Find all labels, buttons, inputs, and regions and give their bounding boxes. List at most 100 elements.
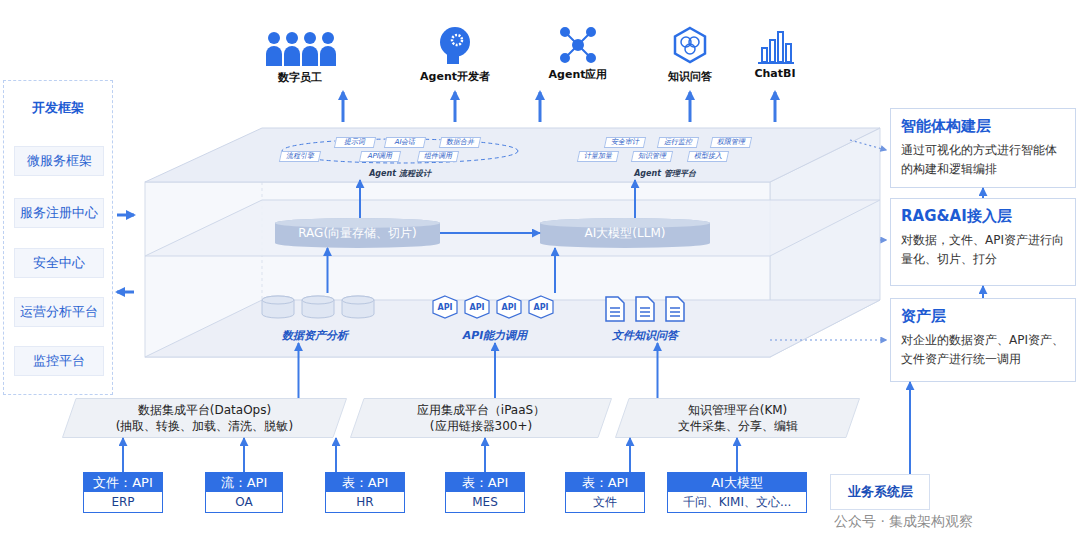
node-title: RAG&AI接入层: [901, 207, 1065, 226]
watermark: 公众号 · 集成架构观察: [834, 513, 1074, 531]
api-hexagon: API: [528, 295, 554, 319]
framework-panel: 开发框架微服务框架服务注册中心安全中心运营分析平台监控平台: [3, 80, 113, 395]
feature-tag: 权限管理: [710, 137, 752, 148]
source-system: 表：APIMES: [445, 472, 525, 513]
developer-icon: [452, 35, 462, 45]
node-title: API: [533, 303, 548, 312]
node-body: 文件采集、分享、编辑: [678, 418, 798, 434]
framework-arrows: [117, 291, 134, 294]
chart-icon: [770, 40, 775, 62]
people-icon: [284, 46, 300, 66]
node-body: 文件: [566, 492, 644, 512]
node-title: 数据资产分析: [250, 328, 380, 343]
cylinder-body: [540, 218, 710, 248]
output-arrows: [454, 92, 457, 122]
feature-tag: 计量加量: [577, 151, 619, 162]
platform-volume: [145, 128, 880, 357]
flow-arrow: [657, 343, 659, 398]
knowledge-icon: [675, 28, 705, 62]
layer-pointers: [770, 140, 886, 340]
hexagon-outline: [497, 296, 521, 318]
database-icons: [342, 296, 374, 304]
output-arrows: [342, 92, 345, 122]
layer-pointers: [770, 339, 886, 340]
api-hexagon: API: [432, 295, 458, 319]
feature-tag: 模型接入: [687, 151, 729, 162]
network-icon: [561, 28, 595, 62]
output-arrows: [539, 92, 542, 122]
node-title: 组件调用: [418, 152, 458, 161]
api-hexagon: API: [496, 295, 522, 319]
source-system: 流：APIOA: [205, 472, 283, 513]
flow-arrow: [335, 438, 337, 472]
output-label: ChatBI: [745, 67, 805, 80]
feature-tag: 组件调用: [417, 151, 459, 162]
node-body: (应用链接器300+): [430, 418, 532, 434]
flow-design-area: Agent 流程设计提示词AI会话数据合并流程引擎API调用组件调用: [280, 134, 520, 180]
band-outline: [616, 399, 860, 438]
node-title: 模型接入: [688, 152, 728, 161]
source-system: AI大模型千问、KIMI、文心...: [667, 472, 807, 513]
flow-arrow: [484, 438, 486, 472]
node-body: (抽取、转换、加载、清洗、脱敏): [116, 418, 293, 434]
node-title: 开发框架: [4, 99, 112, 117]
node-body: ERP: [84, 492, 162, 512]
flow-arrow: [494, 343, 496, 398]
node-title: API能力调用: [420, 328, 570, 343]
database-icons: [262, 296, 294, 318]
flow-arrow: [634, 180, 636, 218]
network-icon: [565, 32, 591, 58]
node-title: 权限管理: [711, 138, 751, 147]
people-icon: [266, 32, 336, 66]
node-title: 表：API: [566, 473, 644, 492]
node-title: API: [501, 303, 516, 312]
node-title: 知识管理: [632, 152, 672, 161]
platform-band: 数据集成平台(DataOps)(抽取、转换、加载、清洗、脱敏): [62, 398, 347, 438]
flow-arrow: [298, 343, 300, 398]
network-icon: [561, 54, 569, 62]
node-title: 流：API: [206, 473, 282, 492]
node-title: API: [437, 303, 452, 312]
platform-band: 应用集成平台（iPaaS）(应用链接器300+): [350, 398, 612, 438]
hexagon-outline: [465, 296, 489, 318]
feature-tag: 知识管理: [631, 151, 673, 162]
network-icon: [587, 28, 595, 36]
node-title: 运营分析平台: [20, 303, 98, 321]
output-label: 知识问答: [650, 69, 730, 84]
node-title: 资产层: [901, 307, 1065, 326]
node-title: 安全审计: [605, 138, 645, 147]
node-title: 智能体构建层: [901, 117, 1065, 136]
framework-item: 安全中心: [14, 248, 104, 278]
node-body: MES: [446, 492, 524, 512]
flow-arrow: [440, 232, 540, 234]
feature-tag: 提示词: [334, 137, 376, 148]
layer-card: 资产层对企业的数据资产、API资产、文件资产进行统一调用: [890, 298, 1076, 382]
asset-area: API能力调用APIAPIAPIAPI: [420, 293, 570, 343]
node-title: AI大模型: [668, 473, 806, 492]
source-system: 表：API文件: [565, 472, 645, 513]
node-title: 提示词: [335, 138, 375, 147]
feature-tag: API调用: [359, 151, 401, 162]
document-icons: [606, 297, 684, 321]
node-title: AI大模型(LLM): [585, 225, 666, 242]
framework-item: 服务注册中心: [14, 198, 104, 228]
people-icon: [302, 46, 318, 66]
hexagon-outline: [529, 296, 553, 318]
source-system: 表：APIHR: [325, 472, 405, 513]
people-icon: [286, 32, 298, 44]
flow-arrow: [359, 180, 361, 218]
node-body: 千问、KIMI、文心...: [668, 492, 806, 512]
chart-icon: [762, 48, 767, 62]
framework-item: 监控平台: [14, 346, 104, 376]
framework-arrows: [117, 214, 134, 217]
node-title: 文件知识问答: [590, 328, 700, 343]
layer-card: 智能体构建层通过可视化的方式进行智能体的构建和逻辑编排: [890, 108, 1076, 188]
document-icons: [606, 297, 624, 321]
cylinder-body: [275, 218, 440, 248]
developer-icon: [447, 52, 459, 64]
node-title: 知识管理平台(KM): [688, 402, 788, 418]
layer-pointers: [850, 140, 886, 150]
flow-arrow: [909, 382, 911, 474]
feature-tag: 运行监控: [657, 137, 699, 148]
